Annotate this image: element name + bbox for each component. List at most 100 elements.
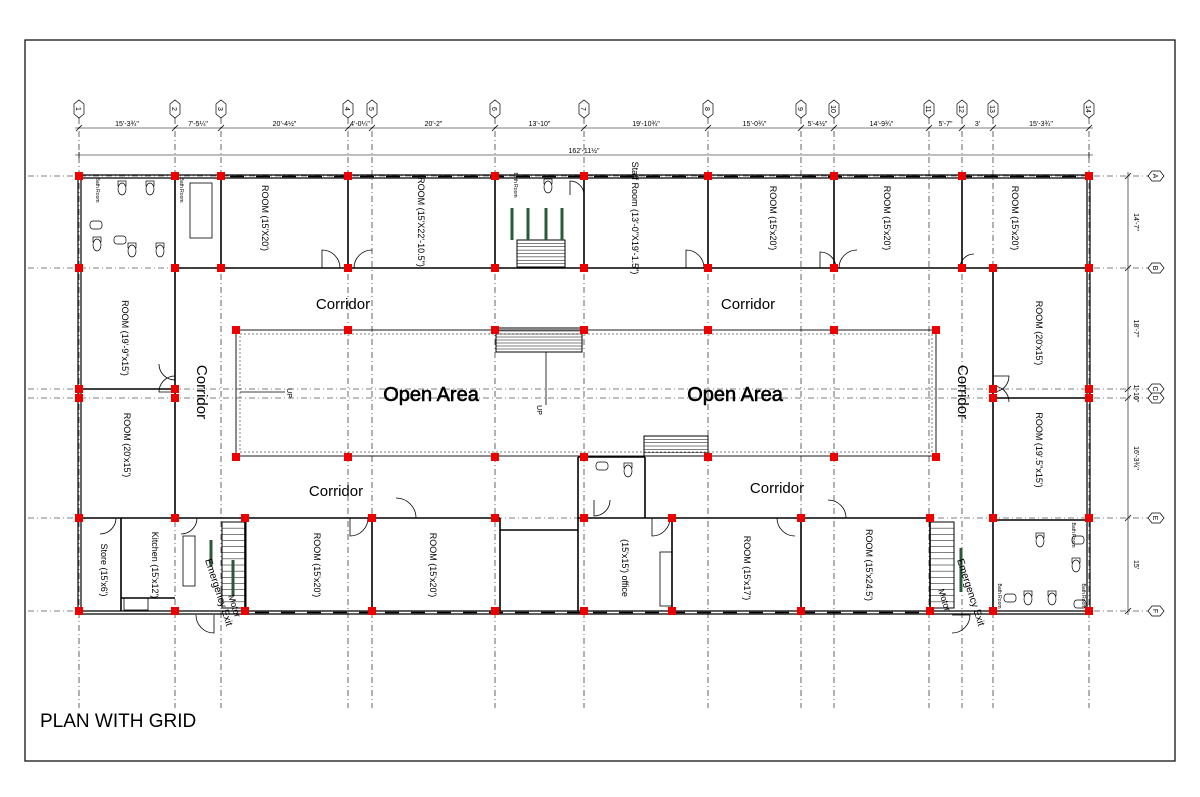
- dim-text-top-3: 20'-4½": [273, 120, 297, 128]
- bath-room-label-3: Bath Room: [512, 172, 518, 197]
- grid-bubble-col-label-4: 4: [343, 107, 350, 111]
- wc-11-bowl: [1071, 559, 1081, 573]
- dim-tick-10: [925, 124, 933, 132]
- dim-text-right-1: 14'-7": [1132, 213, 1139, 231]
- dim-text-top-11: 5'-7": [939, 121, 953, 128]
- dim-tick-6: [580, 124, 588, 132]
- basin-2: [113, 235, 127, 245]
- dim-text-top-13: 15'-3¾": [1029, 121, 1053, 128]
- fixtures: [89, 178, 1087, 611]
- corridor-label-right: Corridor: [954, 365, 971, 419]
- door-bottom-5: [776, 517, 796, 537]
- grid-bubble-col-label-13: 13: [988, 105, 995, 113]
- room-label-left-1: ROOM (19'-9"x15'): [120, 300, 130, 376]
- dim-tick-9: [830, 124, 838, 132]
- dim-tick-8: [797, 124, 805, 132]
- column-47: [491, 514, 499, 522]
- grid-bubble-row-label-D: D: [1151, 395, 1158, 400]
- office-counter: [659, 551, 673, 607]
- dim-text-right-2: 18'-7": [1132, 320, 1139, 338]
- column-39: [580, 453, 588, 461]
- column-60: [668, 607, 676, 615]
- room-label-right-1: ROOM (20'x15'): [1034, 301, 1044, 365]
- grid-bubble-col-11: [923, 99, 935, 119]
- dim-tick-11: [958, 124, 966, 132]
- stair-emergency-right: [929, 521, 955, 609]
- door-bottom-1: [349, 517, 369, 537]
- dimension-strings: 15'-3¾"7'-5¼"20'-4½"4'-0¼"20'-2"13'-10"1…: [75, 120, 1139, 615]
- corridor-label-bottom-right: Corridor: [750, 480, 804, 497]
- grid-bubble-row-label-F: F: [1151, 609, 1158, 613]
- grid-bubble-col-label-9: 9: [796, 107, 803, 111]
- column-16: [704, 264, 712, 272]
- wc-1-bowl: [117, 182, 127, 196]
- column-34: [989, 394, 997, 402]
- dim-tick-0: [75, 124, 83, 132]
- wc-10-bowl: [1047, 592, 1057, 606]
- door-left-2: [158, 375, 176, 393]
- grid-bubble-col-6: [489, 99, 501, 119]
- column-46: [368, 514, 376, 522]
- dim-text-top-6: 13'-10": [529, 121, 551, 128]
- bath-room-label-4: Bath Room: [1070, 522, 1076, 547]
- column-56: [241, 607, 249, 615]
- grid-bubble-col-13: [987, 99, 999, 119]
- open-area-inner: [239, 333, 933, 453]
- column-3: [344, 172, 352, 180]
- column-21: [232, 326, 240, 334]
- wc-6-bowl: [623, 464, 633, 478]
- column-11: [171, 264, 179, 272]
- walls: [77, 174, 1091, 634]
- column-42: [932, 453, 940, 461]
- grid-bubble-col-10: [828, 99, 840, 119]
- dim-tick-12: [989, 124, 997, 132]
- room-label-right-2: ROOM (19'.5"x15'): [1034, 412, 1044, 487]
- corridor-label-top-left: Corridor: [316, 296, 370, 313]
- column-63: [989, 607, 997, 615]
- dim-text-top-2: 7'-5¼": [188, 121, 208, 128]
- dim-text-top-12: 3': [975, 121, 980, 128]
- column-19: [989, 264, 997, 272]
- dim-text-top-5: 20'-2": [425, 121, 443, 128]
- dim-tick-13: [1085, 124, 1093, 132]
- column-38: [491, 453, 499, 461]
- plan-title: PLAN WITH GRID: [40, 711, 196, 732]
- structural-columns: [75, 172, 1093, 615]
- grid-bubble-col-label-8: 8: [703, 107, 710, 111]
- stair-top-lower: [516, 239, 566, 268]
- grid-bubble-col-label-5: 5: [367, 107, 374, 111]
- room-label-bottom-1: ROOM (15'x20'): [312, 533, 322, 597]
- dim-tick-right-2: [1124, 385, 1132, 393]
- column-17: [830, 264, 838, 272]
- column-9: [1085, 172, 1093, 180]
- stair-bottom-center: [643, 435, 709, 457]
- door-top-3: [685, 249, 705, 269]
- column-26: [830, 326, 838, 334]
- open-area-label-right: Open Area: [687, 384, 784, 406]
- column-44: [171, 514, 179, 522]
- grid-bubble-col-label-11: 11: [924, 105, 931, 112]
- column-1: [171, 172, 179, 180]
- grid-bubble-col-label-7: 7: [579, 107, 586, 111]
- dim-tick-3: [344, 124, 352, 132]
- grid-bubble-row-D: [1147, 392, 1165, 404]
- wc-9-bowl: [1023, 592, 1033, 606]
- room-label-store: Store (15'x6'): [99, 544, 109, 597]
- column-27: [932, 326, 940, 334]
- door-staff-bath: [569, 180, 585, 196]
- grid-bubble-col-label-3: 3: [216, 107, 223, 111]
- bath-room-label-6: Bath Room: [1080, 583, 1086, 608]
- wc-4-bowl: [127, 244, 137, 258]
- column-23: [491, 326, 499, 334]
- kitchen-sink: [123, 597, 149, 611]
- column-0: [75, 172, 83, 180]
- dim-text-top-8: 15'-0¾": [743, 121, 767, 128]
- grid-bubble-col-1: [73, 99, 85, 119]
- grid-bubble-col-5: [366, 99, 378, 119]
- column-61: [797, 607, 805, 615]
- column-31: [1085, 385, 1093, 393]
- column-55: [171, 607, 179, 615]
- open-area-label-left: Open Area: [383, 384, 480, 406]
